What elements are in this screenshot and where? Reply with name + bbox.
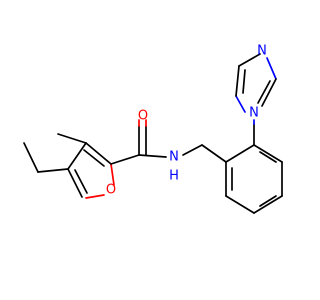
bond-furan-o-c3 (110, 163, 115, 186)
bond-imidazole-5 (261, 78, 277, 107)
bond-ch2-benzene (201, 144, 227, 163)
bond-imidazole-2 (235, 65, 240, 97)
bond-benzene-4 (253, 195, 283, 214)
atom-amide-nitrogen: N (169, 150, 179, 165)
bond-methyl (57, 133, 87, 144)
bond-n-ch2 (182, 144, 203, 156)
bond-imidazole-1 (235, 95, 246, 113)
bond-benzene-2 (253, 144, 283, 163)
bond-benzene-double-2 (259, 195, 277, 207)
atom-imidazole-n3: N (257, 44, 267, 59)
bond-furan-c3-c4 (85, 142, 112, 165)
bond-furan-c4-c5 (67, 142, 87, 170)
bond-imidazole-2-double (242, 69, 246, 94)
bond-ethyl-1 (37, 168, 69, 173)
bond-benzene-5 (225, 195, 255, 214)
bond-imidazole-5-double (257, 80, 271, 104)
bond-benzene-1 (225, 144, 255, 163)
atom-imidazole-n1: N (249, 106, 259, 121)
bond-ring-carbonyl (110, 154, 140, 165)
molecule-diagram: O N H O N N (23, 43, 283, 214)
bond-furan-c5-c2-double (74, 169, 88, 194)
bond-benzene-double-1 (259, 151, 277, 163)
bond-furan-c5-c2 (67, 168, 83, 198)
bond-ethyl-2 (23, 142, 39, 173)
atom-amide-hydrogen: H (169, 169, 179, 184)
bond-furan-o-c2 (85, 194, 105, 199)
atom-carbonyl-oxygen: O (138, 109, 148, 124)
molecule-structure: O N H O N N (23, 44, 283, 214)
bond-carbonyl-n (138, 154, 167, 158)
bond-imidazole-4 (266, 57, 277, 80)
bond-furan-c3-c4-double (83, 149, 105, 167)
atom-furan-oxygen: O (106, 183, 116, 198)
bond-imidazole-3 (238, 53, 261, 67)
